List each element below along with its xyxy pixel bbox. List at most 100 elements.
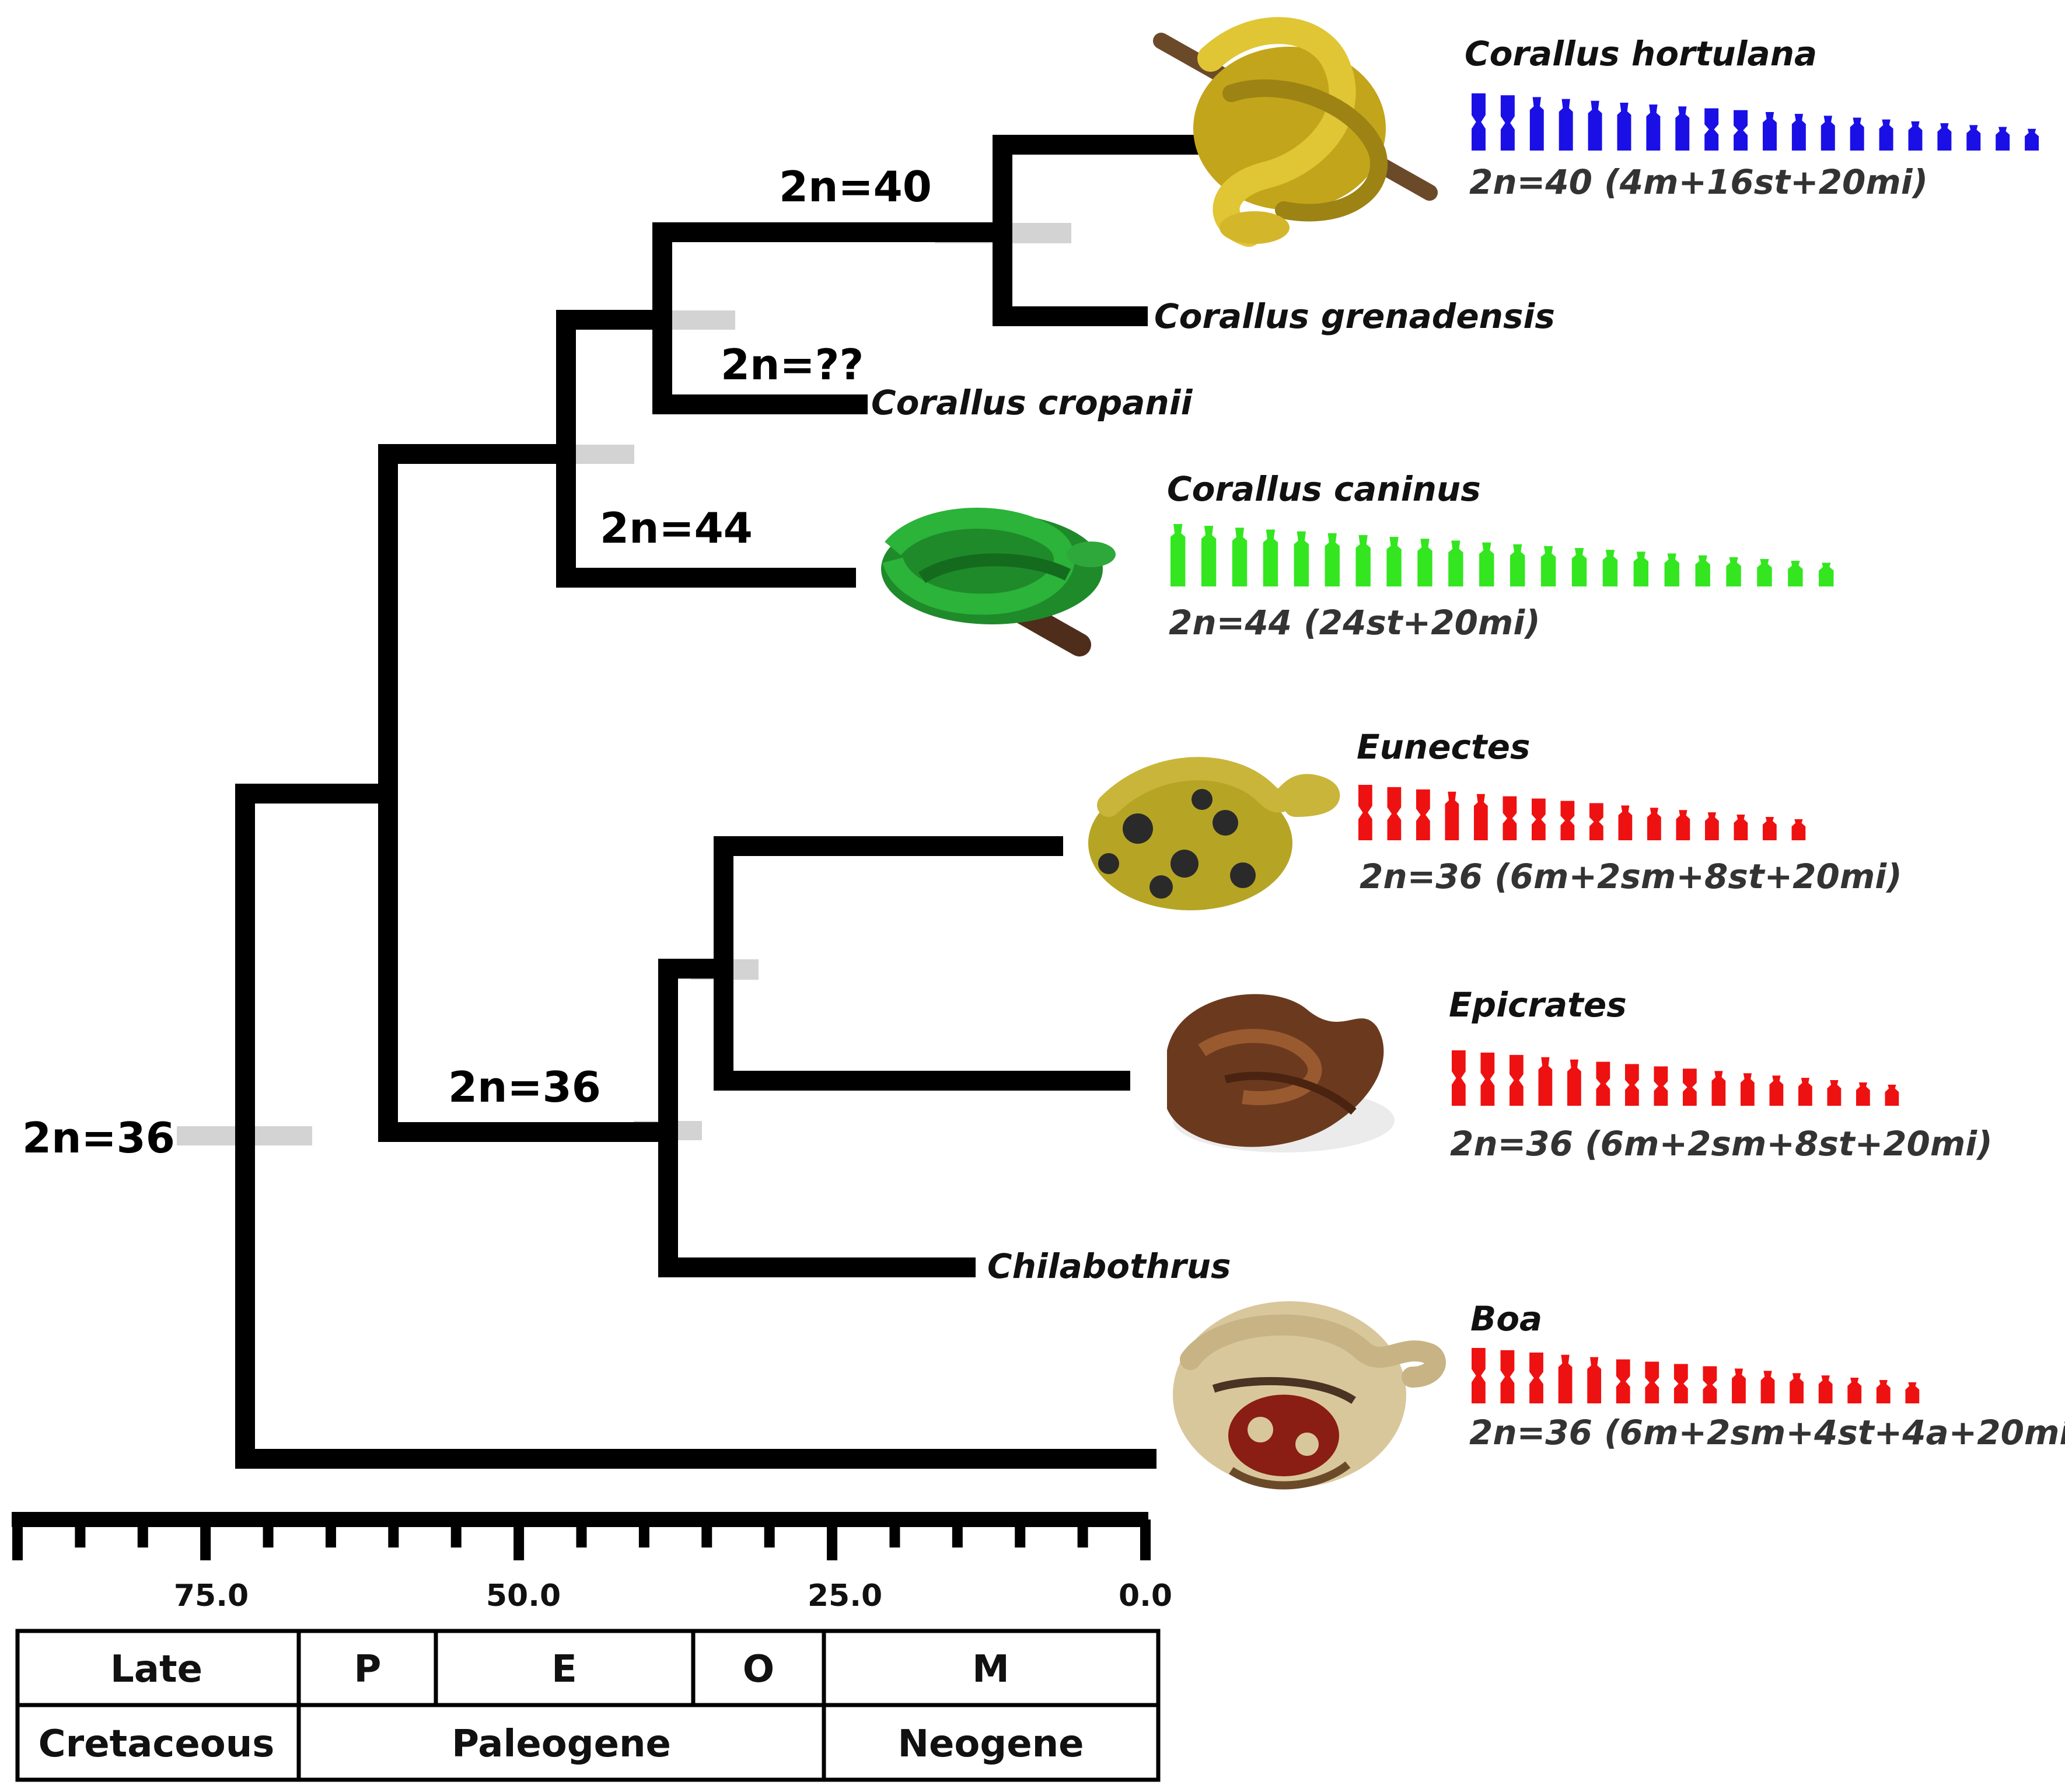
axis-tick: [513, 1519, 525, 1560]
axis-tick-label-75: 75.0: [174, 1578, 249, 1613]
chromosome-hortulana: [1966, 125, 1981, 151]
green-tree-boa-photo: [881, 508, 1116, 656]
period-neogene: Neogene: [897, 1723, 1084, 1766]
axis-tick: [75, 1519, 86, 1548]
axis-tick: [889, 1519, 900, 1548]
chromosome-hortulana: [1996, 127, 2010, 151]
yellow-anaconda-photo: [1088, 757, 1340, 910]
chromosome-hortulana: [1704, 108, 1719, 151]
chromosome-caninus: [1417, 539, 1432, 586]
node-label-cropanii-unknown: 2n=??: [721, 340, 864, 389]
axis-tick-label-0: 0.0: [1119, 1578, 1172, 1613]
chromosome-caninus: [1819, 563, 1834, 586]
chromosome-eunectes: [1734, 815, 1748, 840]
taxon-corallus-grenadensis: Corallus grenadensis: [1154, 296, 1555, 336]
chromosome-eunectes: [1358, 785, 1372, 840]
chromosome-caninus: [1448, 540, 1463, 586]
taxon-chilabothrus: Chilabothrus: [987, 1246, 1231, 1286]
axis-tick: [200, 1519, 211, 1560]
chromosome-boa: [1847, 1378, 1862, 1403]
taxon-eunectes: Eunectes: [1357, 727, 1531, 767]
chromosome-boa: [1905, 1382, 1920, 1403]
chromosome-epicrates: [1452, 1050, 1466, 1106]
chromosome-hortulana: [1763, 111, 1777, 151]
chromosome-eunectes: [1589, 803, 1603, 840]
axis-ticks: [12, 1519, 1151, 1560]
chromosome-hortulana: [1675, 106, 1690, 151]
chromosome-hortulana: [1734, 110, 1748, 151]
epoch-o: O: [743, 1648, 774, 1691]
node-label-chilabothrus-clade: 2n=36: [448, 1063, 601, 1112]
chromosome-boa: [1876, 1379, 1891, 1403]
karyotype-formulas: 2n=40 (4m+16st+20mi) 2n=44 (24st+20mi) 2…: [1169, 162, 2065, 1452]
brown-rainbow-boa-photo: [1167, 994, 1395, 1152]
axis-tick: [450, 1519, 462, 1548]
chromosome-caninus: [1726, 557, 1741, 586]
axis-tick: [576, 1519, 587, 1548]
timescale-labels: Late P E O M Cretaceous Paleogene Neogen…: [39, 1648, 1084, 1766]
chromosome-caninus: [1695, 555, 1710, 586]
chromosome-boa: [1500, 1350, 1515, 1403]
axis-tick: [137, 1519, 148, 1548]
chromosome-epicrates: [1510, 1054, 1524, 1106]
branch-root: [235, 784, 1156, 1469]
chromosome-caninus: [1232, 528, 1248, 586]
chromosome-caninus: [1386, 537, 1402, 586]
branch-eunectes-epicrates: [714, 836, 1130, 1091]
chromosome-boa: [1760, 1371, 1775, 1403]
chromosome-eunectes: [1503, 796, 1517, 840]
taxon-corallus-caninus: Corallus caninus: [1167, 469, 1481, 509]
chromosome-caninus: [1571, 548, 1587, 586]
chromosome-eunectes: [1416, 789, 1430, 840]
chromosome-hortulana: [1559, 99, 1573, 151]
chromosome-epicrates: [1798, 1078, 1812, 1106]
chromosome-eunectes: [1532, 798, 1546, 840]
node-label-corallus-2n40: 2n=40: [779, 162, 932, 211]
branch-hortulana-grenadensis: [993, 135, 1148, 326]
axis-tick: [1140, 1519, 1151, 1560]
chromosome-eunectes: [1791, 819, 1806, 840]
chromosome-boa: [1472, 1348, 1486, 1403]
chromosome-hortulana: [1879, 119, 1893, 151]
chromosome-epicrates: [1654, 1066, 1668, 1106]
karyotype-boa: [1472, 1348, 1920, 1403]
karyotype-eunectes: [1358, 785, 1806, 840]
chromosome-epicrates: [1596, 1061, 1610, 1106]
chromosome-epicrates: [1625, 1064, 1639, 1106]
chromosome-boa: [1703, 1366, 1717, 1403]
formula-hortulana: 2n=40 (4m+16st+20mi): [1469, 162, 1928, 202]
chromosome-caninus: [1633, 551, 1649, 586]
chromosome-hortulana: [1937, 123, 1952, 151]
axis-tick-label-25: 25.0: [808, 1578, 882, 1613]
chromosome-caninus: [1294, 531, 1309, 586]
chromosome-boa: [1645, 1361, 1659, 1403]
chromosome-hortulana: [1617, 102, 1631, 151]
chromosome-caninus: [1263, 529, 1278, 586]
epoch-m: M: [972, 1648, 1009, 1691]
chromosome-eunectes: [1676, 810, 1690, 840]
chromosome-boa: [1587, 1357, 1602, 1403]
karyotype-epicrates: [1452, 1050, 1899, 1106]
axis-tick: [12, 1519, 23, 1560]
chromosome-eunectes: [1474, 794, 1488, 840]
branch-ingroup: [378, 444, 669, 1142]
chromosome-hortulana: [2025, 128, 2039, 151]
axis-tick: [952, 1519, 963, 1548]
chromosome-boa: [1529, 1352, 1543, 1403]
axis-tick: [263, 1519, 274, 1548]
chromosome-caninus: [1664, 553, 1679, 586]
chromosome-epicrates: [1741, 1073, 1755, 1106]
chromosome-caninus: [1757, 559, 1772, 586]
karyotype-caninus: [1170, 524, 1834, 586]
chromosome-eunectes: [1387, 787, 1402, 840]
chromosome-caninus: [1201, 526, 1217, 586]
chromosome-hortulana: [1472, 93, 1486, 151]
chromosome-hortulana: [1821, 116, 1835, 151]
chromosome-boa: [1818, 1375, 1833, 1403]
axis-tick-label-50: 50.0: [486, 1578, 561, 1613]
chromosome-eunectes: [1763, 816, 1777, 840]
chromosome-boa: [1673, 1364, 1688, 1403]
axis-tick: [701, 1519, 712, 1548]
geologic-timescale: [15, 1629, 1161, 1782]
